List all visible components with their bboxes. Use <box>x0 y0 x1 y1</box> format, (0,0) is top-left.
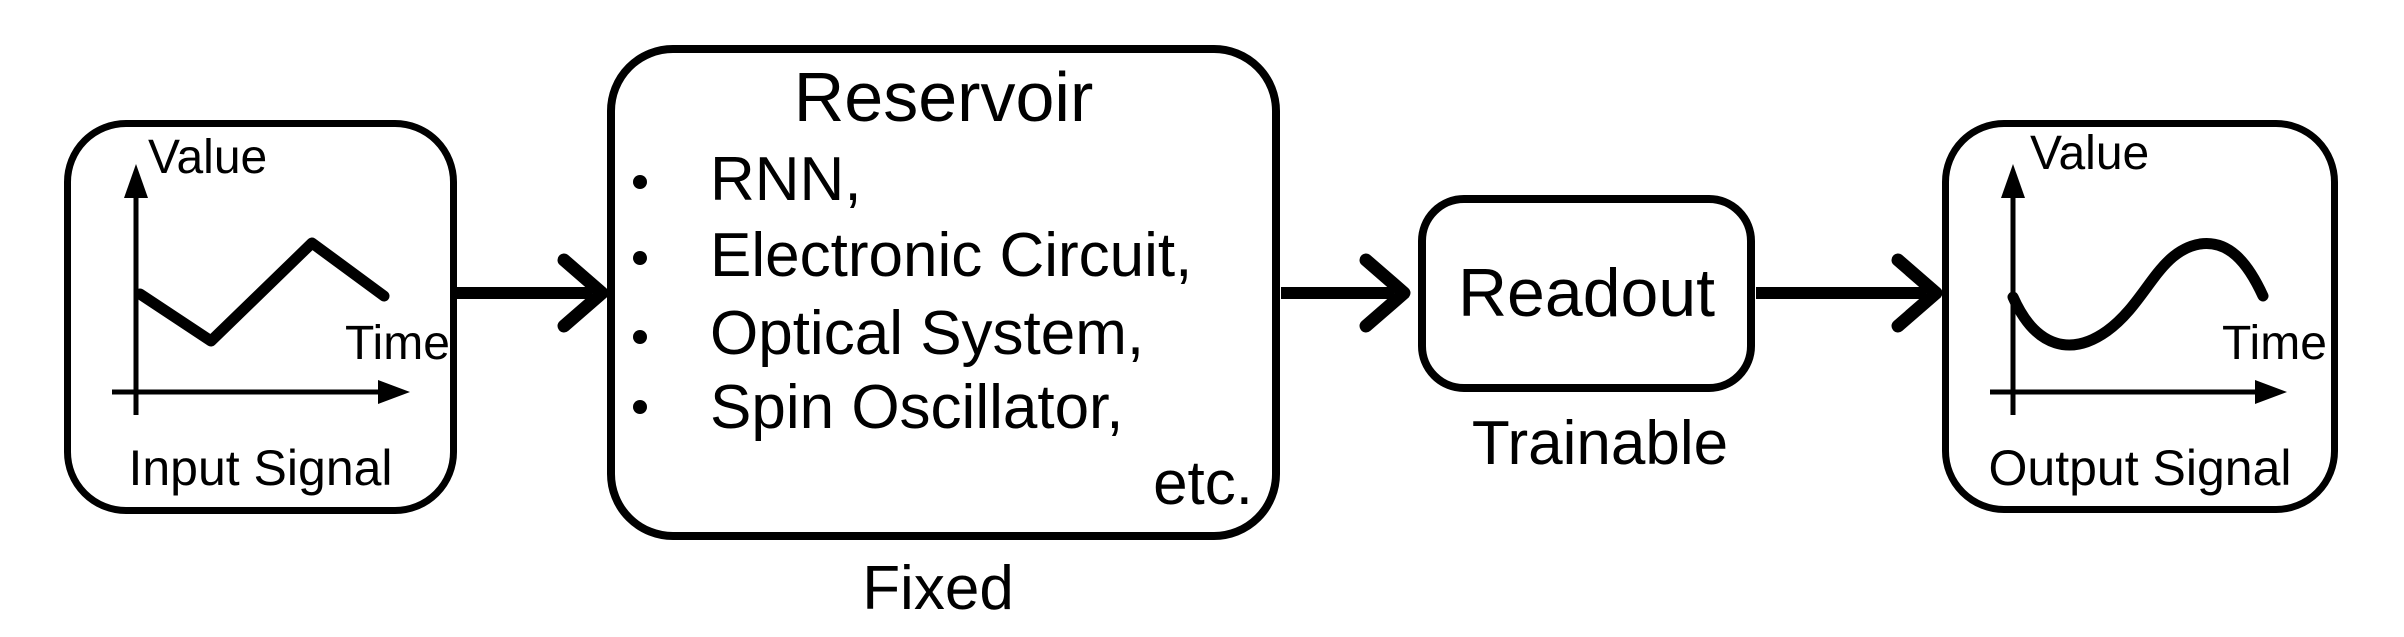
reservoir-fixed-caption: Fixed <box>862 554 1014 623</box>
output-x-axis-arrowhead-icon <box>2255 380 2287 404</box>
flow-arrow-readout-to-output <box>1756 253 1943 333</box>
output-value-axis-label: Value <box>2030 127 2150 180</box>
input-signal-plot <box>112 164 410 415</box>
output-sine-curve <box>2007 238 2269 351</box>
arrow-right-icon <box>1891 253 1943 333</box>
input-x-axis-arrowhead-icon <box>378 380 410 404</box>
bullet-icon <box>633 330 647 344</box>
arrow-right-icon <box>1359 253 1411 333</box>
input-time-axis-label: Time <box>345 317 450 370</box>
flow-arrow-reservoir-to-readout <box>1281 253 1411 333</box>
output-signal-plot <box>1990 164 2287 415</box>
reservoir-item-spin-oscillator: Spin Oscillator, <box>710 373 1124 442</box>
readout-box <box>1418 195 1755 392</box>
flow-arrow-input-to-reservoir <box>457 253 609 333</box>
input-signal-box <box>64 120 457 514</box>
readout-trainable-caption: Trainable <box>1471 409 1729 478</box>
output-y-axis-arrowhead-icon <box>2001 164 2025 198</box>
output-signal-caption: Output Signal <box>1988 440 2292 496</box>
output-time-axis-label: Time <box>2222 317 2327 370</box>
bullet-icon <box>633 400 647 414</box>
reservoir-title: Reservoir <box>793 58 1094 136</box>
input-signal-caption: Input Signal <box>128 440 393 496</box>
input-zigzag-curve <box>134 237 390 347</box>
bullet-icon <box>633 175 647 189</box>
arrow-right-icon <box>557 253 609 333</box>
input-value-axis-label: Value <box>148 131 268 184</box>
reservoir-item-optical-system: Optical System, <box>710 299 1145 368</box>
reservoir-box <box>607 45 1280 540</box>
output-signal-box <box>1942 120 2338 513</box>
bullet-icon <box>633 251 647 265</box>
reservoir-item-rnn: RNN, <box>710 145 862 214</box>
reservoir-item-electronic-circuit: Electronic Circuit, <box>710 221 1193 290</box>
reservoir-etc-label: etc. <box>1153 449 1253 518</box>
input-y-axis-arrowhead-icon <box>124 164 148 198</box>
readout-title: Readout <box>1457 255 1716 331</box>
